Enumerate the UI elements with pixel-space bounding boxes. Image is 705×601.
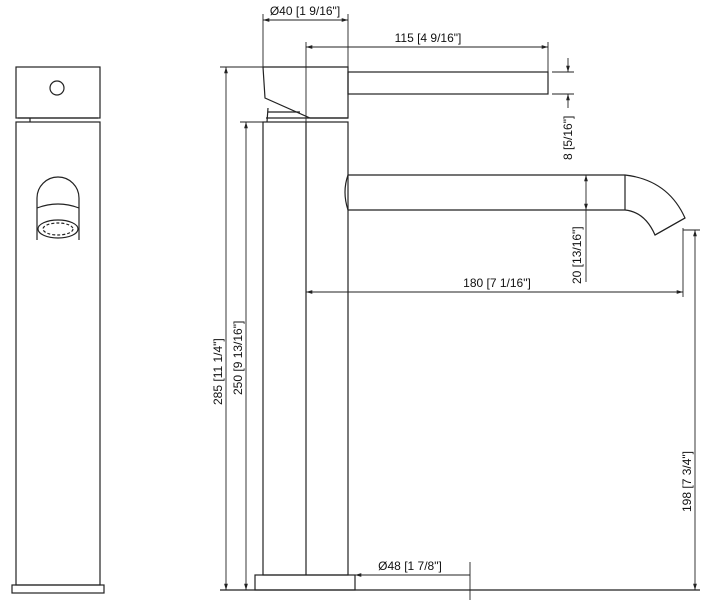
front-body xyxy=(15,121,101,586)
aerator-icon xyxy=(37,219,79,239)
dim-top-diameter: Ø40 [1 9/16"] xyxy=(270,4,340,18)
side-view xyxy=(220,66,700,591)
dim-spout-height: 198 [7 3/4"] xyxy=(680,451,694,512)
dim-lever-length: 115 [4 9/16"] xyxy=(395,31,462,45)
side-base xyxy=(254,574,356,591)
aerator-housing xyxy=(36,176,80,240)
lever xyxy=(347,71,549,95)
front-base xyxy=(11,584,105,594)
dim-body-height: 250 [9 13/16"] xyxy=(231,321,245,395)
dim-spout-thickness: 20 [13/16"] xyxy=(570,226,584,284)
side-handle-cap xyxy=(262,66,349,119)
dim-total-height: 285 [11 1/4"] xyxy=(211,338,225,405)
front-handle-cap xyxy=(15,66,101,119)
dimensions: Ø40 [1 9/16"] 115 [4 9/16"] 8 [5/16"] 20… xyxy=(211,4,700,600)
dim-base-diameter: Ø48 [1 7/8"] xyxy=(378,559,442,573)
indicator-dot xyxy=(49,80,65,96)
dim-lever-thickness: 8 [5/16"] xyxy=(561,116,575,160)
front-view xyxy=(11,66,105,594)
dim-spout-reach: 180 [7 1/16"] xyxy=(463,276,531,290)
spout xyxy=(344,174,686,236)
